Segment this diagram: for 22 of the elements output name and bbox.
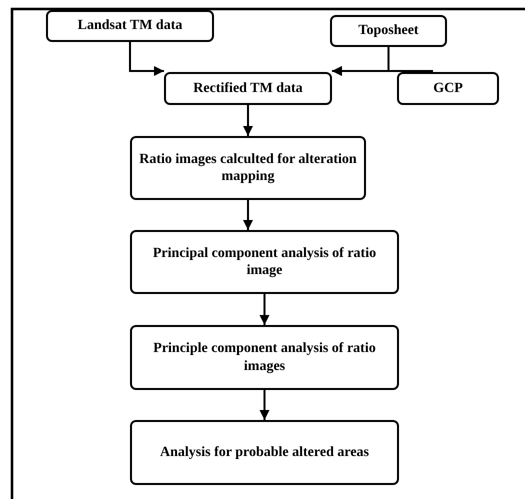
box-label: GCP: [433, 80, 463, 98]
process-box: [130, 230, 399, 294]
arrow: [243, 200, 253, 230]
arrow: [260, 390, 270, 420]
process-box: [130, 325, 399, 390]
process-box: [397, 72, 499, 105]
process-box: [164, 72, 332, 105]
box-label: Analysis for probable altered areas: [160, 444, 369, 462]
box-label: Ratio images calculted for alteration mapping: [138, 150, 358, 186]
box-label: Rectified TM data: [193, 80, 303, 98]
box-label: Principle component analysis of ratio images: [152, 340, 377, 375]
box-label: Toposheet: [358, 22, 419, 40]
process-box: [130, 420, 399, 485]
box-label: Landsat TM data: [78, 17, 182, 35]
arrow: [260, 294, 270, 325]
process-box: [330, 15, 447, 47]
process-box: [130, 136, 366, 200]
process-box: [46, 10, 214, 42]
arrow: [332, 66, 433, 76]
arrow: [243, 105, 253, 136]
arrow: [129, 42, 164, 76]
box-label: Principal component analysis of ratio image: [152, 244, 378, 280]
